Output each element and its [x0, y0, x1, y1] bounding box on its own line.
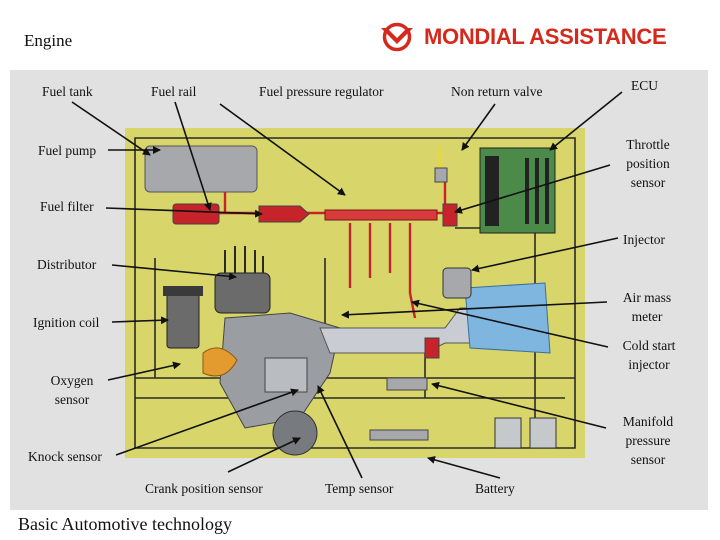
label-fuel-tank: Fuel tank: [42, 84, 93, 99]
arrow-cold-start-injector: [411, 299, 609, 348]
label-knock-sensor: Knock sensor: [28, 449, 102, 464]
arrow-fuel-rail: [174, 101, 212, 211]
arrow-ecu: [549, 91, 623, 151]
arrow-ignition-coil: [111, 316, 169, 325]
arrow-oxygen-sensor: [107, 361, 181, 381]
arrow-knock-sensor: [115, 388, 299, 456]
non-return-valve-part: [434, 167, 448, 183]
label-battery: Battery: [475, 481, 515, 496]
arrow-fuel-filter: [105, 207, 263, 218]
crank-wheel-part: [272, 410, 318, 456]
pressure-regulator-part: [442, 203, 458, 227]
arrow-crank-position-sensor: [227, 437, 301, 473]
arrow-air-mass-meter: [341, 301, 608, 319]
label-crank-position-sensor: Crank position sensor: [145, 481, 263, 496]
label-ecu: ECU: [631, 78, 658, 93]
label-fuel-rail: Fuel rail: [151, 84, 197, 99]
label-distributor: Distributor: [37, 257, 97, 272]
brand-logo-icon: [381, 22, 413, 52]
arrow-temp-sensor: [317, 385, 363, 479]
piston-part: [264, 357, 308, 393]
throttle-body-part: [442, 267, 472, 299]
page-title: Engine: [24, 31, 73, 50]
fuel-tank-part: [144, 145, 258, 193]
arrow-distributor: [111, 264, 237, 281]
label-air-mass-meter: Air mass meter: [622, 290, 672, 324]
arrow-throttle-position-sensor: [454, 164, 611, 214]
label-manifold-pressure-sensor: Manifold pressure sensor: [622, 414, 674, 467]
exhaust-part: [202, 347, 238, 377]
label-fuel-pump: Fuel pump: [38, 143, 97, 158]
intake-manifold-part: [319, 282, 551, 354]
distributor-part: [214, 246, 271, 314]
label-ignition-coil: Ignition coil: [33, 315, 100, 330]
arrow-manifold-pressure-sensor: [431, 381, 607, 429]
brand-name: MONDIAL ASSISTANCE: [424, 24, 667, 49]
brand-logo: MONDIAL ASSISTANCE: [378, 22, 667, 52]
label-temp-sensor: Temp sensor: [325, 481, 394, 496]
label-throttle-position-sensor: Throttle position sensor: [626, 137, 670, 190]
cold-start-injector-part: [424, 337, 440, 359]
label-injector: Injector: [623, 232, 665, 247]
arrow-injector: [471, 237, 619, 273]
label-oxygen-sensor: Oxygen sensor: [50, 373, 94, 407]
relay-boxes: [494, 417, 557, 449]
label-cold-start-injector: Cold start injector: [622, 338, 676, 372]
arrow-battery: [427, 456, 501, 479]
temp-sensor-part: [386, 377, 428, 391]
fuel-rail-part: [324, 209, 438, 221]
label-non-return-valve: Non return valve: [451, 84, 543, 99]
fuel-filter-part: [258, 205, 310, 223]
label-fuel-pressure-regulator: Fuel pressure regulator: [259, 84, 384, 99]
arrow-non-return-valve: [461, 103, 496, 151]
arrow-fuel-tank: [71, 101, 151, 156]
battery-part: [369, 429, 429, 441]
arrow-fuel-pressure-regulator: [219, 103, 346, 196]
label-fuel-filter: Fuel filter: [40, 199, 94, 214]
footer-caption: Basic Automotive technology: [18, 514, 232, 534]
